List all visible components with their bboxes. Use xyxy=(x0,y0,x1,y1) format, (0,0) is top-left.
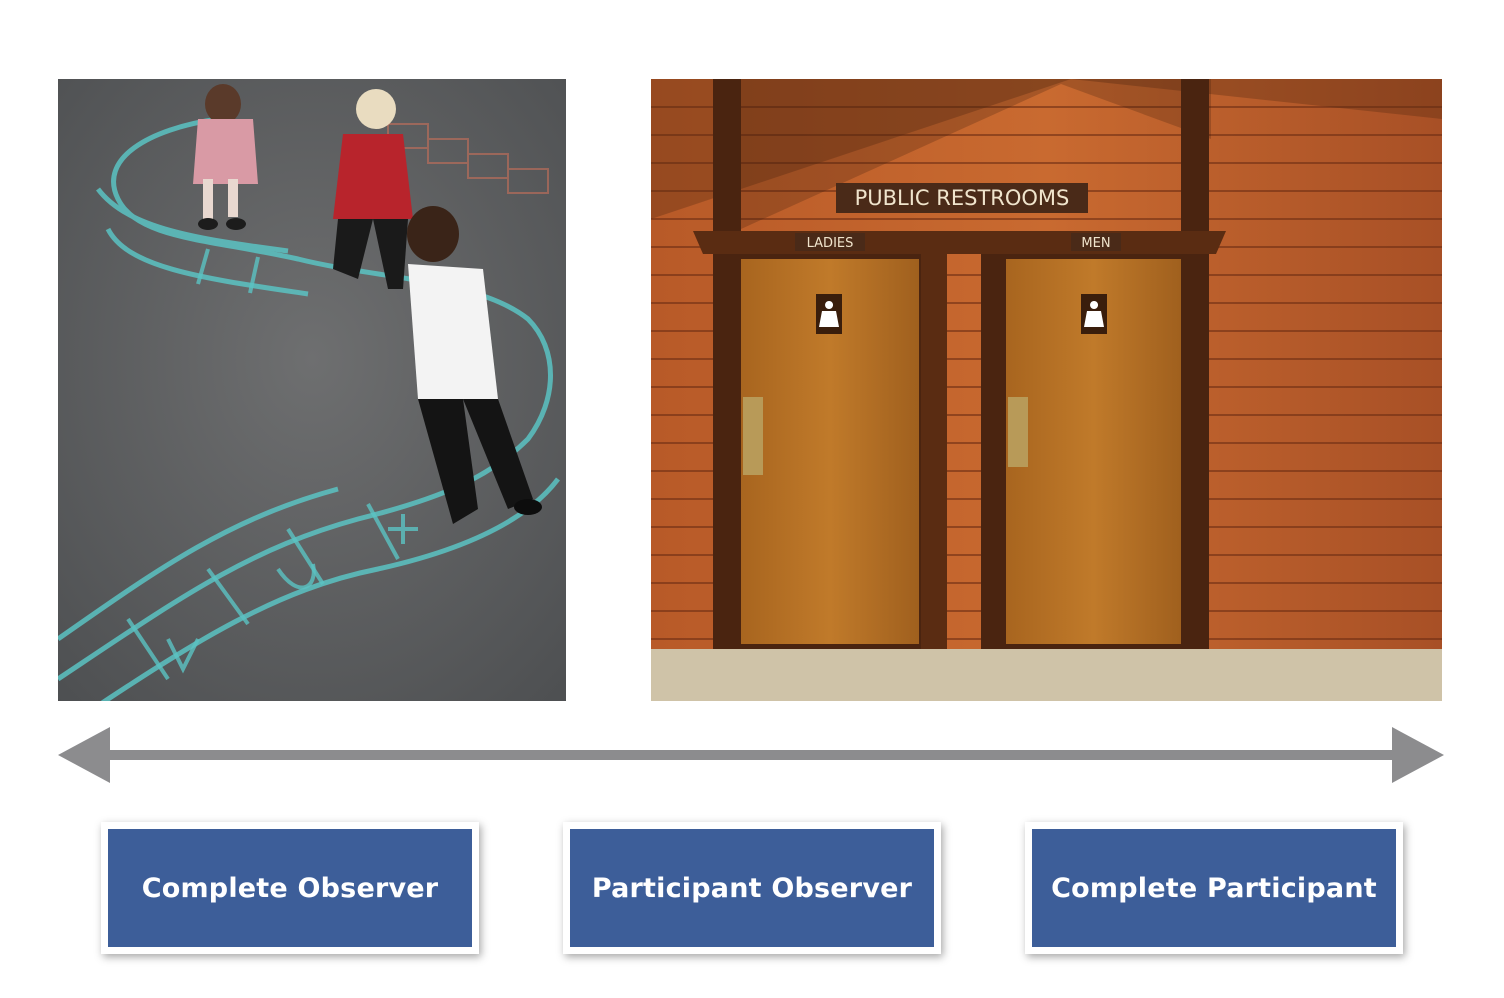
complete-observer-label: Complete Observer xyxy=(108,829,472,947)
ladies-sign-text: LADIES xyxy=(807,236,854,251)
complete-participant-label: Complete Participant xyxy=(1032,829,1396,947)
public-restrooms-sign xyxy=(836,183,1088,213)
complete-participant-box: Complete Participant xyxy=(1025,822,1403,954)
child-figure-girl xyxy=(193,84,258,230)
men-sign xyxy=(1071,233,1121,251)
playground-image xyxy=(58,79,566,701)
participant-observer-box: Participant Observer xyxy=(563,822,941,954)
complete-observer-box: Complete Observer xyxy=(101,822,479,954)
arrow-shaft xyxy=(106,750,1396,760)
child-figure-red-sweater xyxy=(333,89,413,289)
arrow-right-head xyxy=(1392,727,1444,783)
child-figure-white-shirt xyxy=(407,206,542,524)
men-sign-text: MEN xyxy=(1081,236,1110,251)
restrooms-image: PUBLIC RESTROOMS LADIES MEN xyxy=(651,79,1442,701)
ladies-sign xyxy=(795,233,865,251)
playground-photo xyxy=(58,79,566,701)
arrow-left-head xyxy=(58,727,110,783)
participant-observer-label: Participant Observer xyxy=(570,829,934,947)
restrooms-photo: PUBLIC RESTROOMS LADIES MEN xyxy=(651,79,1442,701)
spectrum-double-arrow xyxy=(58,727,1444,783)
public-restrooms-sign-text: PUBLIC RESTROOMS xyxy=(855,186,1070,210)
